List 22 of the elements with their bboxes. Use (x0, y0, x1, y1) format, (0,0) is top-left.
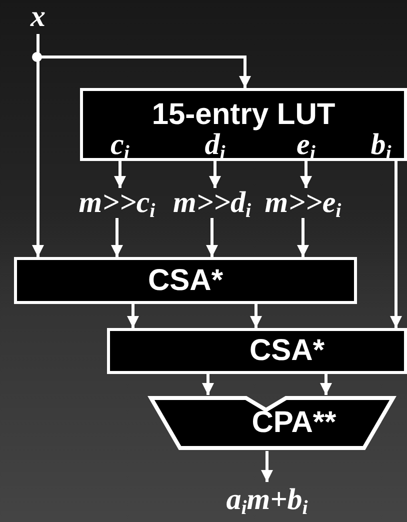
adder-trapezoid (148, 395, 396, 451)
signal-label: a$_{i}$m+b$_{i}$ (222, 482, 312, 518)
lookup-table-block (80, 88, 407, 161)
arrow (209, 159, 221, 188)
signal-label: x (25, 0, 51, 34)
arrow (206, 218, 218, 257)
arrow (250, 304, 262, 328)
block-label: 15-entry LUT (152, 98, 336, 132)
block-label: CSA* (148, 264, 223, 298)
adder-block (107, 328, 407, 374)
arrow (390, 161, 402, 328)
arrow (261, 451, 273, 482)
arrow (127, 304, 139, 328)
block-label: CPA** (252, 406, 336, 440)
block-label: CSA* (249, 334, 324, 368)
arrow (300, 159, 312, 188)
arrow (320, 374, 332, 395)
adder-block (14, 257, 357, 304)
arrow (202, 374, 214, 395)
arrow (114, 159, 126, 188)
arrow (297, 218, 309, 257)
arrow (111, 218, 123, 257)
